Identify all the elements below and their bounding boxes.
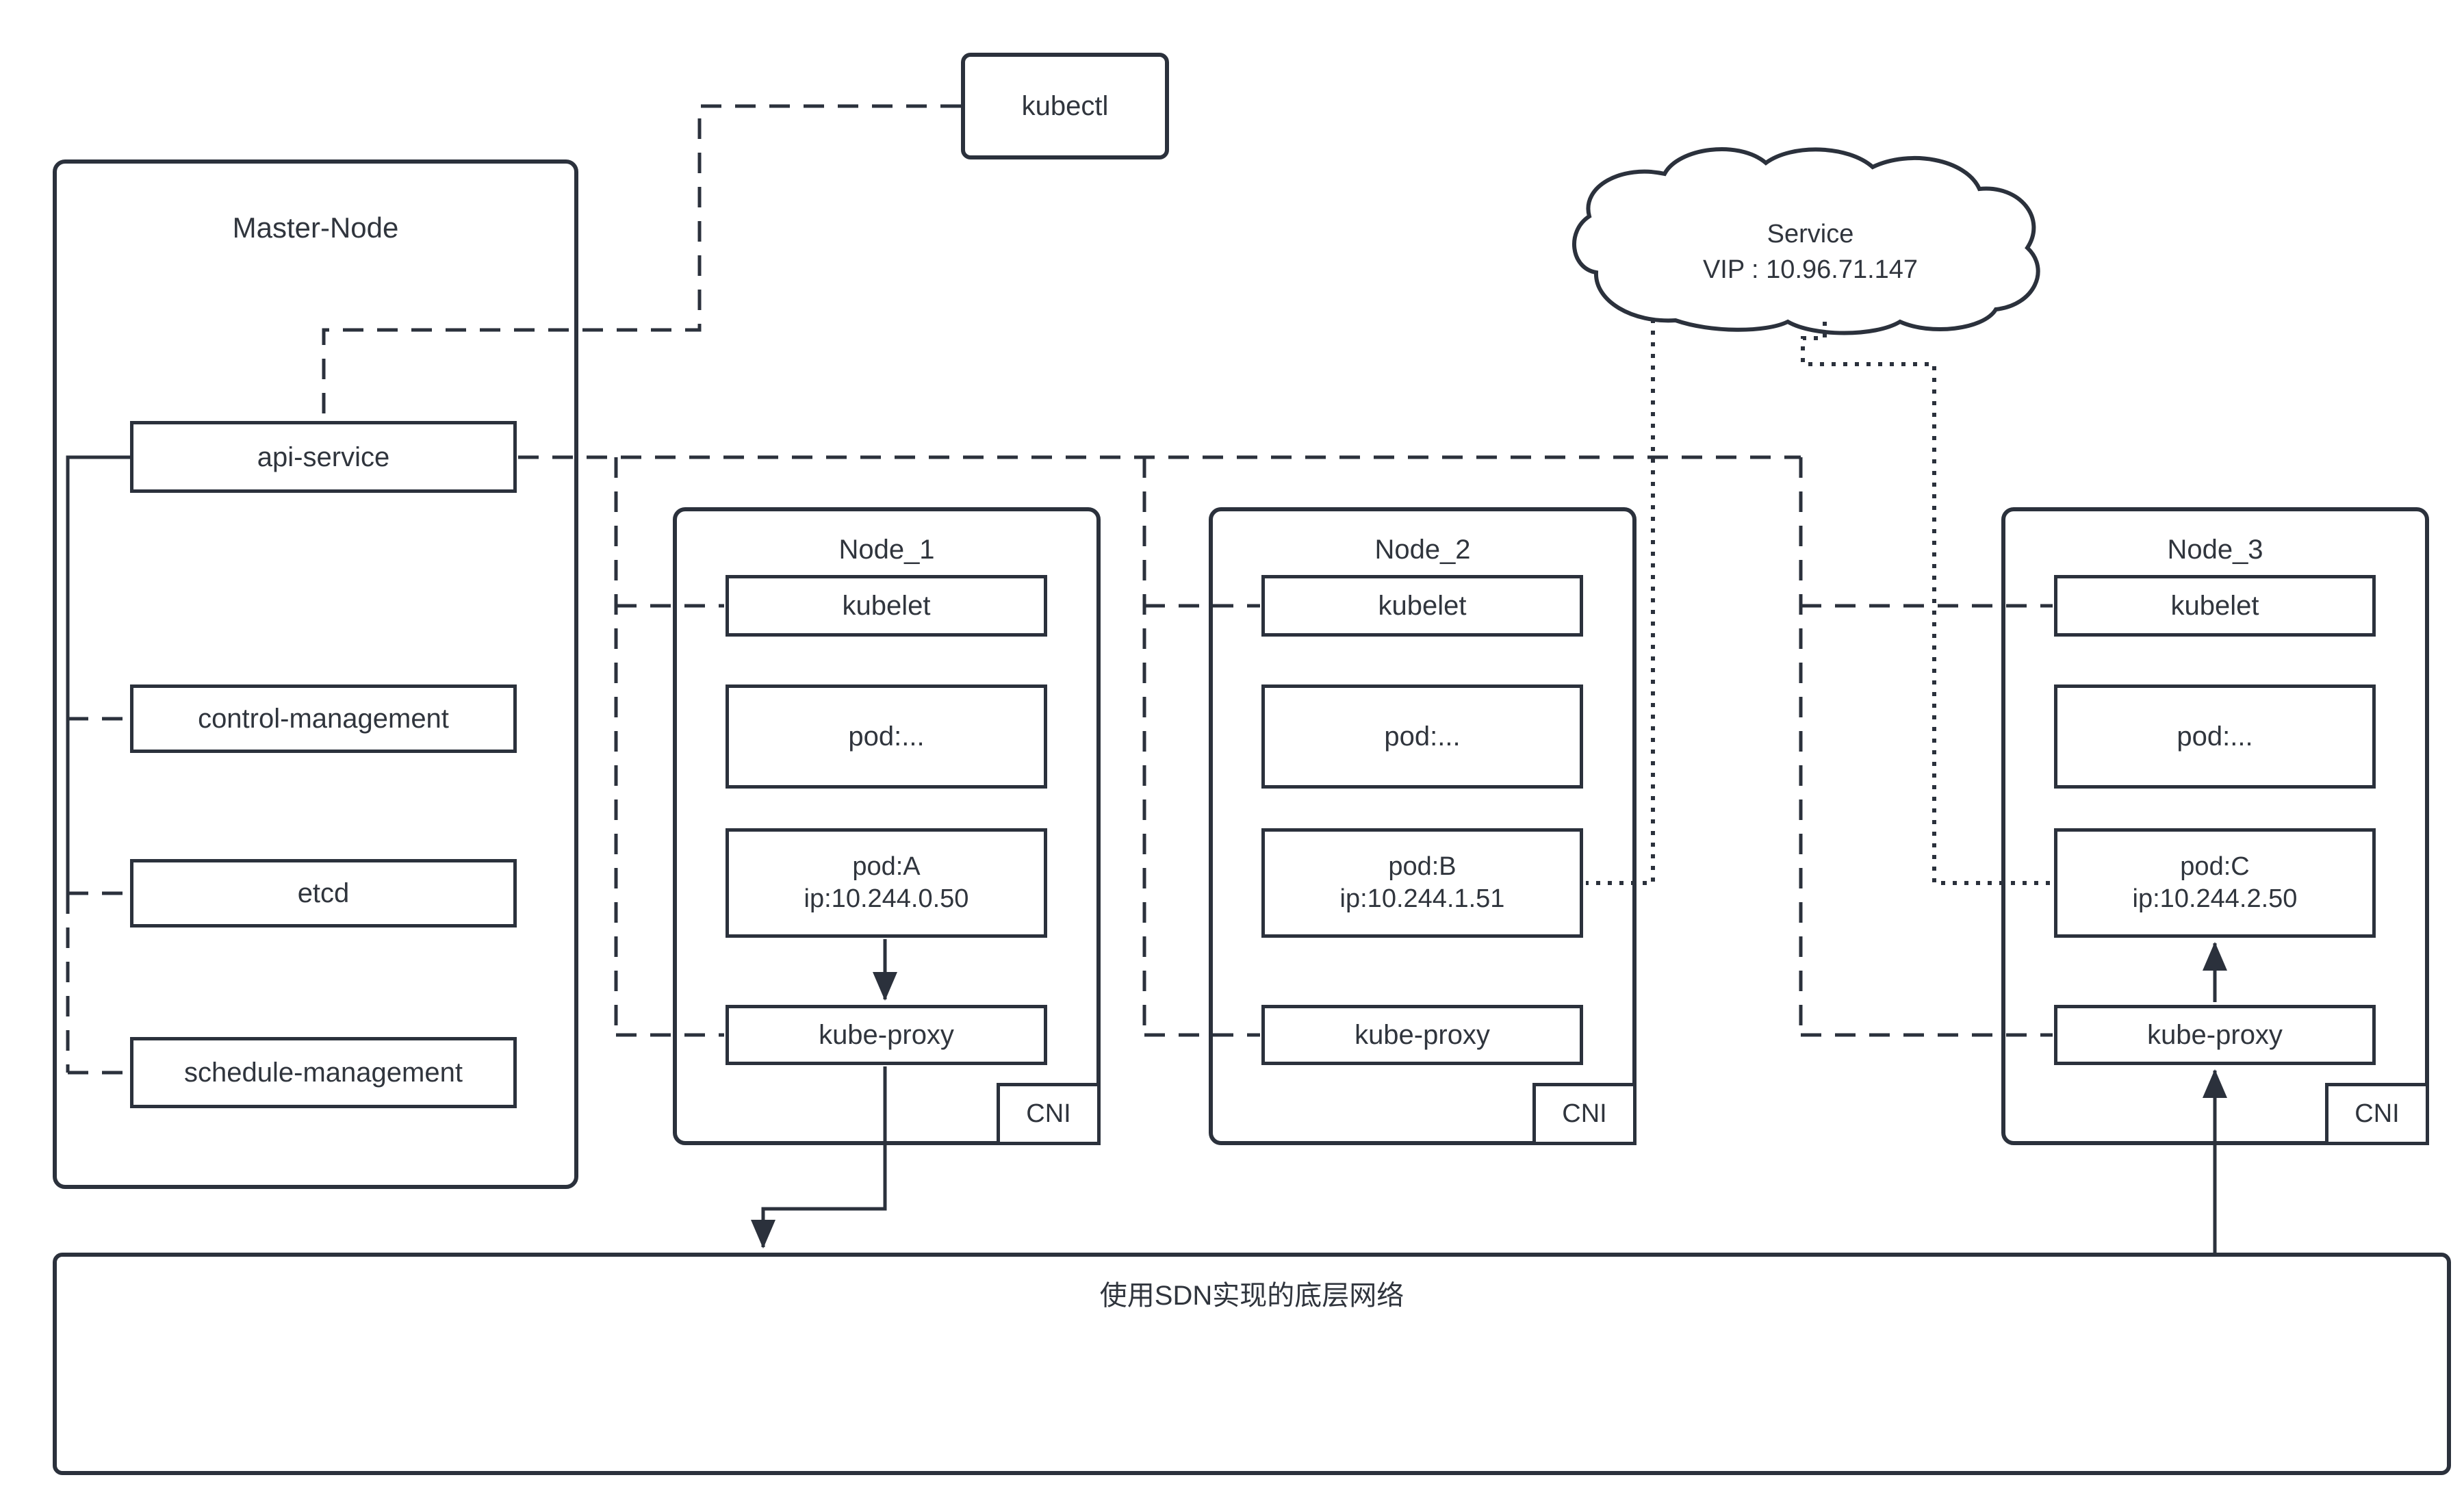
node2-kubelet-box: kubelet: [1261, 575, 1583, 637]
node3-pod-c-box: pod:C ip:10.244.2.50: [2054, 828, 2376, 938]
node3-title: Node_3: [2167, 535, 2263, 565]
node1-pod-placeholder-box: pod:...: [726, 684, 1047, 789]
node3-cni-box: CNI: [2325, 1083, 2429, 1145]
node1-title: Node_1: [838, 535, 935, 565]
sdn-network-box: 使用SDN实现的底层网络: [53, 1253, 2451, 1475]
node1-pod-a-box: pod:A ip:10.244.0.50: [726, 828, 1047, 938]
node3-pod-c-ip: ip:10.244.2.50: [2132, 884, 2298, 913]
node1-kubelet-box: kubelet: [726, 575, 1047, 637]
node3-kube-proxy-box: kube-proxy: [2054, 1005, 2376, 1065]
schedule-management-box: schedule-management: [130, 1037, 517, 1108]
node2-pod-placeholder-box: pod:...: [1261, 684, 1583, 789]
master-node-title: Master-Node: [232, 212, 399, 244]
node1-pod-a-name: pod:A: [852, 852, 921, 881]
node1-pod-a-ip: ip:10.244.0.50: [804, 884, 969, 913]
master-node-box: Master-Node api-service control-manageme…: [53, 159, 578, 1189]
node2-pod-b-name: pod:B: [1388, 852, 1456, 881]
node2-kube-proxy-box: kube-proxy: [1261, 1005, 1583, 1065]
node1-kube-proxy-box: kube-proxy: [726, 1005, 1047, 1065]
node2-pod-b-ip: ip:10.244.1.51: [1339, 884, 1505, 913]
control-management-box: control-management: [130, 684, 517, 753]
node3-kubelet-box: kubelet: [2054, 575, 2376, 637]
node2-title: Node_2: [1374, 535, 1471, 565]
node2-cni-box: CNI: [1532, 1083, 1637, 1145]
kubectl-box: kubectl: [961, 53, 1169, 159]
node1-cni-box: CNI: [997, 1083, 1101, 1145]
service-cloud-label: Service VIP : 10.96.71.147: [1656, 216, 1964, 287]
node3-pod-placeholder-box: pod:...: [2054, 684, 2376, 789]
node1-box: Node_1 kubelet pod:... pod:A ip:10.244.0…: [673, 507, 1101, 1145]
sdn-network-label: 使用SDN实现的底层网络: [1099, 1281, 1404, 1311]
node3-box: Node_3 kubelet pod:... pod:C ip:10.244.2…: [2001, 507, 2429, 1145]
node2-pod-b-box: pod:B ip:10.244.1.51: [1261, 828, 1583, 938]
node3-pod-c-name: pod:C: [2180, 852, 2250, 881]
api-service-box: api-service: [130, 421, 517, 493]
node2-box: Node_2 kubelet pod:... pod:B ip:10.244.1…: [1209, 507, 1637, 1145]
service-title: Service: [1767, 220, 1854, 248]
service-vip: VIP : 10.96.71.147: [1702, 255, 1918, 284]
etcd-box: etcd: [130, 859, 517, 927]
